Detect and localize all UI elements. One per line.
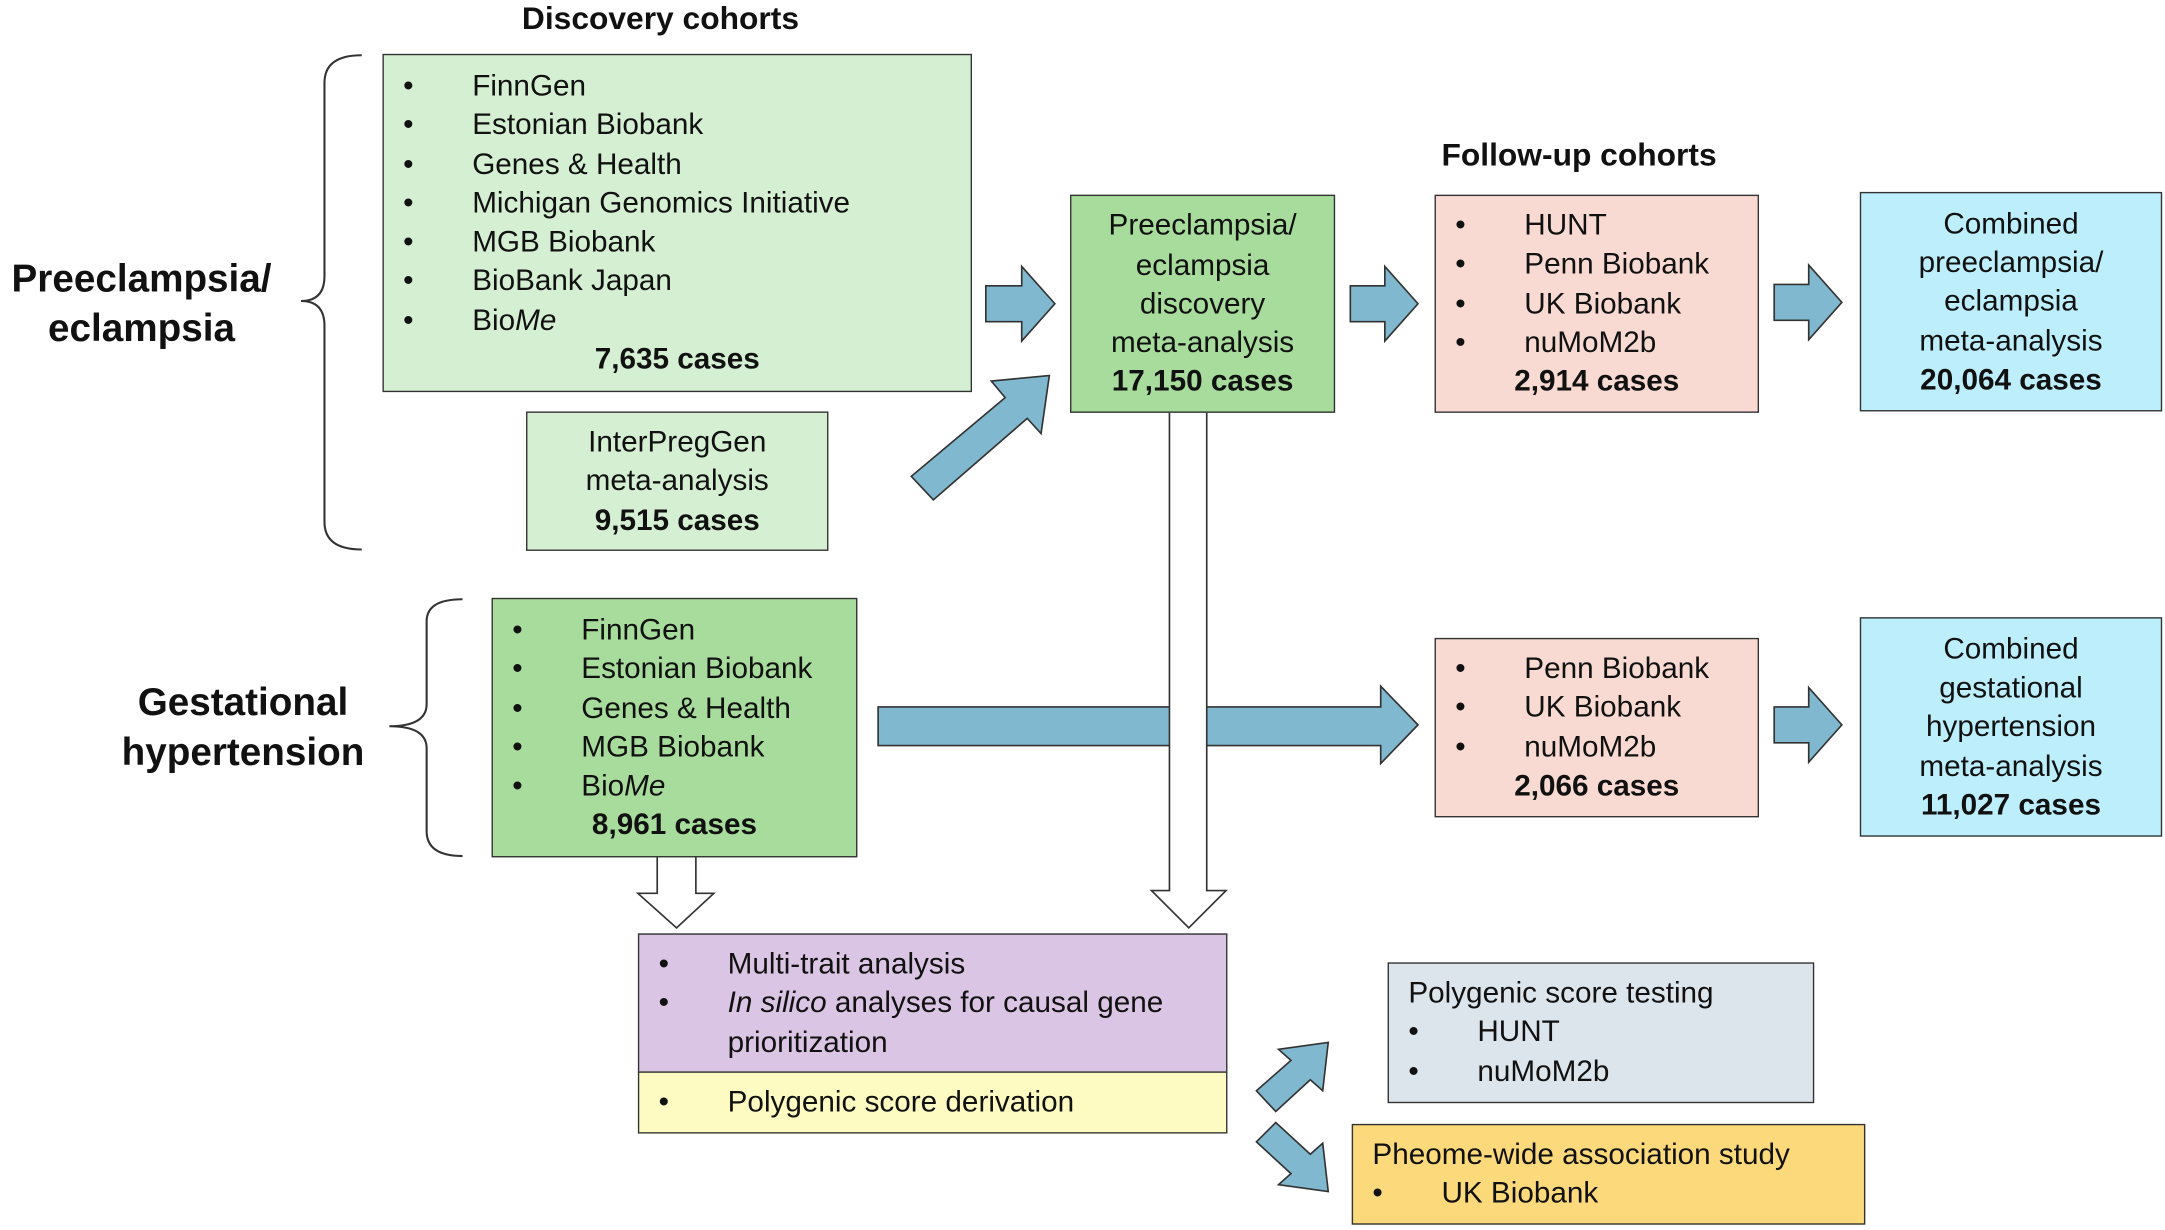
box-line: preeclampsia/	[1918, 245, 2104, 279]
cases-count: 17,150 cases	[1111, 365, 1294, 399]
box-line: hypertension	[1925, 710, 2096, 744]
box-line: InterPregGen	[588, 425, 767, 459]
pe-combined-box: Combined preeclampsia/ eclampsia meta-an…	[1859, 191, 2163, 412]
box-line: Preeclampsia/	[1108, 208, 1297, 242]
cohort-item: HUNT	[1436, 206, 1758, 245]
cases-count: 11,027 cases	[1921, 788, 2101, 822]
box-line: meta-analysis	[585, 464, 769, 498]
pe-label-line: eclampsia	[48, 306, 235, 350]
prs-derivation-box: Polygenic score derivation	[637, 1071, 1228, 1134]
cohort-item: Michigan Genomics Initiative	[384, 183, 971, 222]
followup-title: Follow-up cohorts	[1441, 136, 1717, 173]
cases-count: 2,066 cases	[1514, 768, 1680, 803]
cohort-item: MGB Biobank	[384, 223, 971, 262]
analysis-item: Polygenic score derivation	[639, 1082, 1226, 1121]
cohort-item: FinnGen	[493, 610, 856, 649]
cohort-item: UK Biobank	[1353, 1174, 1864, 1213]
biome-prefix: Bio	[472, 303, 516, 337]
cases-count: 2,914 cases	[1514, 364, 1680, 398]
arrow-right-icon	[984, 264, 1056, 344]
interpreggen-box: InterPregGen meta-analysis 9,515 cases	[526, 411, 829, 551]
cohort-item: HUNT	[1389, 1012, 1813, 1051]
cohort-item: Genes & Health	[384, 144, 971, 183]
box-line: discovery	[1139, 286, 1266, 321]
box-title: Polygenic score testing	[1408, 976, 1714, 1010]
cohort-item: MGB Biobank	[493, 727, 856, 766]
arrow-right-icon	[1773, 262, 1843, 342]
arrow-right-icon	[1349, 264, 1420, 344]
biome-suffix: Me	[624, 769, 666, 803]
phewas-box: Pheome-wide association study UK Biobank	[1351, 1123, 1866, 1225]
gh-label-line: Gestational	[137, 680, 349, 724]
pe-followup-box: HUNT Penn Biobank UK Biobank nuMoM2b 2,9…	[1434, 194, 1760, 413]
arrow-up-right-icon	[1255, 1041, 1330, 1113]
brace	[389, 598, 463, 858]
biome-prefix: Bio	[581, 769, 625, 803]
cases-count: 8,961 cases	[591, 808, 758, 842]
cohort-item: nuMoM2b	[1389, 1052, 1813, 1091]
arrow-down-right-icon	[1255, 1121, 1330, 1193]
cases-count: 9,515 cases	[594, 503, 760, 537]
box-line: eclampsia	[1944, 284, 2078, 319]
box-line: meta-analysis	[1919, 323, 2103, 358]
arrow-down-icon	[635, 855, 716, 929]
pe-discovery-box: FinnGen Estonian Biobank Genes & Health …	[382, 53, 973, 393]
cohort-item: FinnGen	[384, 66, 971, 105]
cohort-item: BioMe	[384, 301, 971, 340]
cohort-item: nuMoM2b	[1436, 323, 1758, 362]
cohort-item: BioMe	[493, 767, 856, 806]
cases-count: 20,064 cases	[1920, 363, 2102, 397]
cohort-item: Genes & Health	[493, 688, 856, 727]
box-line: Combined	[1943, 632, 2079, 666]
cohort-item: Penn Biobank	[1436, 245, 1758, 284]
pe-label-line: Preeclampsia/	[11, 256, 272, 300]
brace	[300, 54, 362, 551]
gh-discovery-box: FinnGen Estonian Biobank Genes & Health …	[491, 597, 858, 858]
analysis-item: In silico analyses for causal gene prior…	[639, 983, 1226, 1061]
cohort-item: BioBank Japan	[384, 262, 971, 301]
pe-meta-box: Preeclampsia/ eclampsia discovery meta-a…	[1070, 194, 1336, 413]
arrow-right-icon	[877, 684, 1420, 766]
box-line: gestational	[1939, 671, 2083, 705]
cohort-item: Estonian Biobank	[493, 649, 856, 688]
cohort-item: Estonian Biobank	[384, 105, 971, 144]
box-line: meta-analysis	[1919, 749, 2103, 783]
arrow-diagonal-icon	[910, 374, 1051, 501]
cohort-item: UK Biobank	[1436, 284, 1758, 323]
cases-count: 7,635 cases	[594, 342, 760, 376]
discovery-title: Discovery cohorts	[521, 0, 800, 36]
box-line: meta-analysis	[1111, 326, 1295, 360]
multitrait-box: Multi-trait analysis In silico analyses …	[637, 933, 1228, 1073]
box-line: Combined	[1943, 206, 2079, 240]
arrow-right-icon	[1773, 685, 1843, 765]
arrow-down-icon	[1149, 410, 1229, 930]
pe-label: Preeclampsia/ eclampsia	[0, 254, 283, 353]
prs-testing-box: Polygenic score testing HUNT nuMoM2b	[1387, 962, 1815, 1104]
italic-text: In silico	[727, 986, 827, 1020]
box-title: Pheome-wide association study	[1372, 1137, 1790, 1171]
box-line: eclampsia	[1135, 247, 1270, 282]
cohort-item: UK Biobank	[1436, 688, 1758, 727]
gh-label-line: hypertension	[121, 730, 365, 774]
biome-suffix: Me	[515, 303, 557, 337]
item-text: analyses for causal gene prioritization	[727, 986, 1164, 1059]
gh-label: Gestational hypertension	[108, 678, 379, 777]
cohort-item: nuMoM2b	[1436, 727, 1758, 766]
gh-followup-box: Penn Biobank UK Biobank nuMoM2b 2,066 ca…	[1434, 637, 1760, 818]
cohort-item: Penn Biobank	[1436, 649, 1758, 688]
analysis-item: Multi-trait analysis	[639, 944, 1226, 983]
gh-combined-box: Combined gestational hypertension meta-a…	[1859, 617, 2163, 837]
